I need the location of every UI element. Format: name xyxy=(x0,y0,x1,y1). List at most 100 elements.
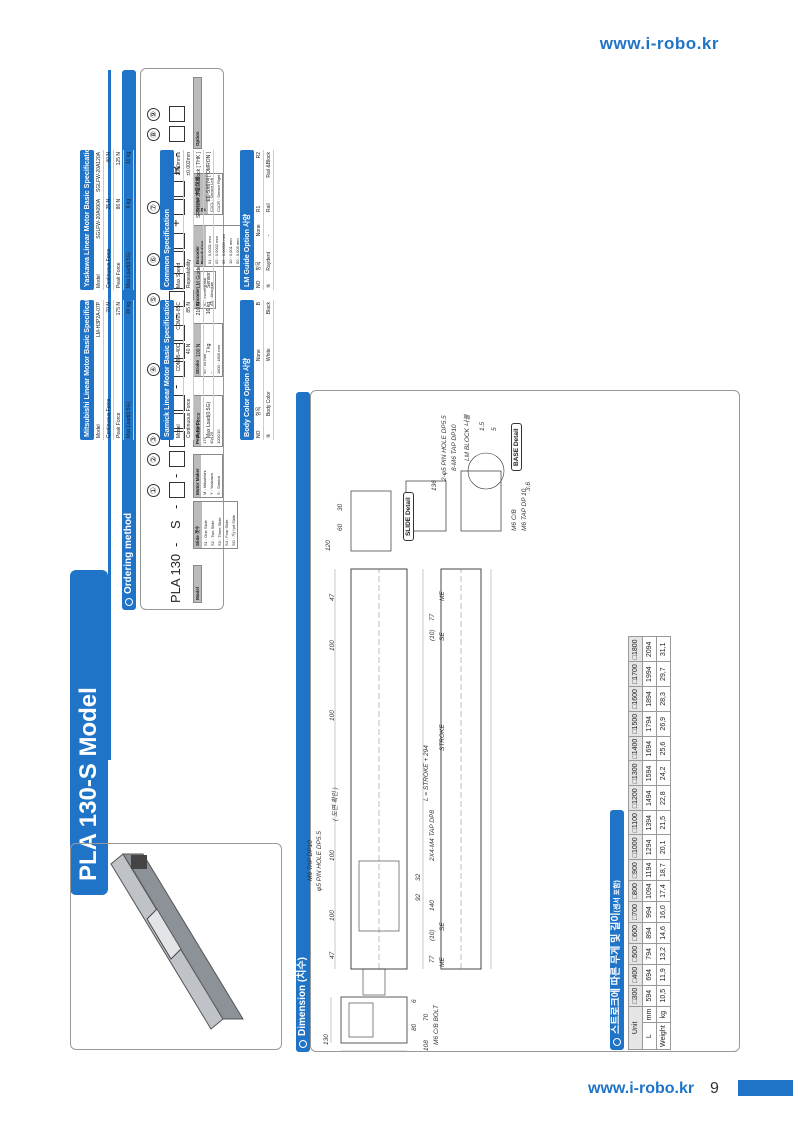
length-cell: 694 xyxy=(642,964,657,986)
stroke-header-cell: □1100 xyxy=(628,810,643,835)
dim-label-32: 32 xyxy=(415,873,422,881)
order-table-row: SO : 가(+)of Slide xyxy=(231,514,236,546)
spec-key: Continuous Force xyxy=(103,243,114,290)
spec-value: 175 N xyxy=(113,300,124,367)
page-number: 9 xyxy=(710,1080,719,1097)
dim-label-100a: 100 xyxy=(329,910,336,921)
dim-label-77-right: 77 xyxy=(429,613,436,621)
site-url-footer[interactable]: www.i-robo.kr xyxy=(588,1080,695,1097)
spec-value: 25 N xyxy=(103,196,114,244)
length-cell: 894 xyxy=(642,922,657,944)
spec-value: SGLFW-20A120A xyxy=(94,150,104,197)
spec-key: Model xyxy=(174,383,184,440)
spec-key: NO xyxy=(254,272,264,290)
section-dimension: Dimension (치수) xyxy=(296,392,310,1052)
spec-value: Raydent xyxy=(263,238,274,273)
spec-key: Max Load(0.5G) xyxy=(123,366,134,440)
dim-label-60: 60 xyxy=(337,523,344,531)
dim-label-lm-block: LM BLOCK 나불 xyxy=(464,414,471,461)
spec-value: LM-H3P2A-07P xyxy=(94,300,104,367)
order-box-slide[interactable] xyxy=(169,482,185,498)
dimension-drawing xyxy=(330,452,505,1051)
section-stroke-table: 스트로크에 따른 무게 및 길이(센서 포함) xyxy=(610,810,624,1050)
spec-value: Rail xyxy=(263,194,274,215)
order-box-option-8[interactable] xyxy=(169,126,185,142)
length-cell: 1894 xyxy=(642,686,657,712)
dimension-drawing-panel: 130 80 6 108 70 M6 C/B BOLT 47 100 100 (… xyxy=(307,390,740,1052)
spec-title: Mitsubishi Linear Motor Basic Specificat… xyxy=(80,288,94,440)
dim-label-3-6: 3.6 xyxy=(525,481,532,491)
stroke-header-cell: □500 xyxy=(628,943,643,965)
length-cell: 1694 xyxy=(642,736,657,761)
spec-value: 125 N xyxy=(113,150,124,197)
order-table-header: Option xyxy=(194,78,201,148)
length-unit: mm xyxy=(642,1006,657,1023)
spec-value: 86 N xyxy=(113,196,124,244)
spec-mitsubishi: Mitsubishi Linear Motor Basic Specificat… xyxy=(80,288,134,440)
spec-title: Body Color Option 사양 xyxy=(240,300,254,440)
dim-label-tap-8: 8-M6 TAP DP10 xyxy=(451,424,458,471)
spec-value: SGLFW-20A090A xyxy=(94,196,104,244)
spec-value: Rail &Block xyxy=(263,150,274,195)
spec-value: 40 N xyxy=(103,150,114,197)
stroke-header-cell: □300 xyxy=(628,985,643,1007)
dim-label-m6-tap-10: M6 TAP DP 10 xyxy=(521,488,528,531)
spec-value: Body Color xyxy=(263,363,274,419)
weight-cell: 28,3 xyxy=(656,686,671,712)
length-cell: 1994 xyxy=(642,661,657,687)
spec-value: Black xyxy=(263,300,274,332)
ordering-dash-2: - xyxy=(168,504,183,509)
spec-key: ⑨ xyxy=(263,418,274,440)
dim-label-m6-tap: M6 TAP DP10 xyxy=(307,840,314,881)
spec-value: 7 kg xyxy=(203,341,214,384)
order-table-row: 10 : 0.001 mm xyxy=(228,238,233,264)
stroke-header-cell: □1600 xyxy=(628,686,643,712)
length-cell: 1294 xyxy=(642,834,657,860)
weight-cell: 10,5 xyxy=(656,985,671,1007)
stroke-header-cell: □1200 xyxy=(628,785,643,811)
dim-label-47b: 47 xyxy=(329,593,336,601)
dim-label-92: 92 xyxy=(415,893,422,901)
ordering-dash-3: - xyxy=(168,473,183,478)
stroke-header-cell: □700 xyxy=(628,901,643,923)
weight-cell: 29,7 xyxy=(656,661,671,687)
spec-key: ⑨ xyxy=(263,272,274,290)
spec-value: 6 kg xyxy=(123,196,134,244)
weight-cell: 20,1 xyxy=(656,834,671,860)
length-cell: 1794 xyxy=(642,711,657,737)
order-box-motor[interactable] xyxy=(169,451,185,467)
dim-label-me: ME xyxy=(439,957,446,967)
spec-key: Peak Force xyxy=(193,383,204,440)
spec-key: Continuous Force xyxy=(103,366,114,440)
order-box-option-9[interactable] xyxy=(169,106,185,122)
spec-key: LM Guide xyxy=(193,245,204,290)
dim-label-77: 77 xyxy=(429,955,436,963)
spec-title: LM Guide Option 사양 xyxy=(240,150,254,290)
weight-cell: 26,9 xyxy=(656,711,671,737)
site-url-top[interactable]: www.i-robo.kr xyxy=(599,34,719,53)
circle-marker-3: ③ xyxy=(147,433,160,446)
spec-value: CDM05-85C xyxy=(174,300,184,342)
length-cell: 594 xyxy=(642,985,657,1007)
spec-value: None xyxy=(254,214,264,239)
order-table-header: Motor Maker xyxy=(194,455,201,497)
dim-label-140: 140 xyxy=(429,900,436,911)
spec-key: Continuous Force xyxy=(183,383,194,440)
weight-cell: 14,6 xyxy=(656,922,671,944)
circle-marker-1: ① xyxy=(147,484,160,497)
stroke-header-cell: □600 xyxy=(628,922,643,944)
spec-title: Yaskawa Linear Motor Basic Specification xyxy=(80,144,94,290)
spec-key: Sensor xyxy=(203,245,214,290)
ordering-letter-s: S xyxy=(168,520,183,529)
dim-label-10: (10) xyxy=(429,929,436,941)
length-cell: 1194 xyxy=(642,859,657,881)
spec-value: R1 xyxy=(254,194,264,215)
circle-marker-7: ⑦ xyxy=(147,201,160,214)
dim-label-80: 80 xyxy=(411,1023,418,1031)
order-table-row: C1CR : Sensor Right xyxy=(216,174,221,212)
